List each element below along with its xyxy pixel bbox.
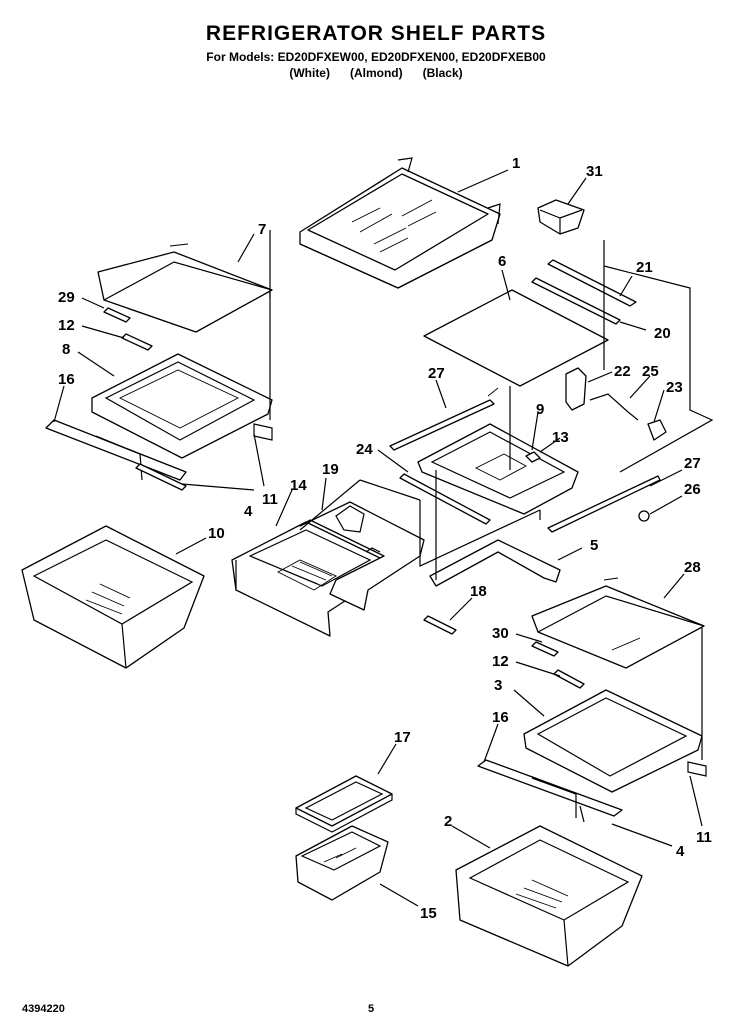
part-15-bin: [295, 825, 389, 901]
part-28-glass-insert: [531, 577, 705, 669]
part-16-cover-strip: [45, 419, 187, 481]
document-number: 4394220: [22, 1003, 65, 1015]
leader-lines: [53, 169, 703, 907]
callout-12: 12: [58, 317, 75, 334]
part-21-trim: [547, 259, 637, 307]
callout-21: 21: [636, 259, 653, 276]
part-30-clip: [531, 641, 559, 657]
color-almond: (Almond): [349, 66, 403, 80]
page-number: 5: [368, 1003, 375, 1015]
callout-27: 27: [428, 365, 445, 382]
part-13-clip: [525, 451, 541, 463]
callout-25: 25: [642, 363, 659, 380]
page-title: REFRIGERATOR SHELF PARTS: [205, 22, 547, 45]
callout-16-right: 16: [492, 709, 509, 726]
callout-9: 9: [536, 401, 544, 418]
callout-7: 7: [258, 221, 266, 238]
callout-26: 26: [684, 481, 701, 498]
part-7-glass-insert: [97, 243, 273, 333]
part-27-rod-right: [547, 475, 661, 533]
part-9-shelf-frame: [417, 423, 579, 515]
part-3-shelf-frame: [523, 689, 703, 793]
callout-11-right: 11: [696, 829, 712, 846]
part-27-rod: [389, 387, 499, 451]
callout-1: 1: [512, 155, 520, 172]
part-17-bin-lid: [295, 775, 393, 833]
part-25-link: [589, 393, 639, 421]
callout-15: 15: [420, 905, 437, 922]
part-10-crisper-drawer: [21, 525, 205, 669]
callout-22: 22: [614, 363, 631, 380]
callout-12-right: 12: [492, 653, 509, 670]
part-20-trim: [531, 277, 621, 325]
callout-29: 29: [58, 289, 75, 306]
callout-labels: 1 2 3 4 4 5 6 7 8 9 10 11 11 12 12 13 14…: [58, 155, 712, 922]
part-24-trim: [399, 473, 491, 525]
callout-17: 17: [394, 729, 411, 746]
callout-10: 10: [208, 525, 225, 542]
callout-11: 11: [262, 491, 278, 508]
part-11-support: [253, 290, 273, 441]
callout-28: 28: [684, 559, 701, 576]
callout-14: 14: [290, 477, 307, 494]
callout-13: 13: [552, 429, 569, 446]
callout-20: 20: [654, 325, 671, 342]
part-6-shelf-panel: [423, 289, 609, 387]
part-16-cover-strip-right: [477, 759, 623, 818]
part-19-deli-frame: [299, 501, 425, 611]
assembly-lines: [235, 230, 714, 590]
callout-5: 5: [590, 537, 598, 554]
part-2-crisper-drawer: [455, 825, 643, 967]
color-black: (Black): [422, 66, 463, 80]
part-18-pin: [423, 615, 457, 635]
part-23-hinge: [647, 419, 667, 441]
callout-8: 8: [62, 341, 70, 358]
part-12-roller: [121, 333, 153, 351]
callout-19: 19: [322, 461, 339, 478]
callout-31: 31: [586, 163, 603, 180]
part-22-bracket: [565, 367, 587, 411]
callout-24: 24: [356, 441, 373, 458]
callout-27-right: 27: [684, 455, 701, 472]
callout-18: 18: [470, 583, 487, 600]
part-29-clip: [103, 307, 131, 323]
part-26-screw: [638, 510, 650, 522]
part-12-roller-right: [553, 669, 585, 689]
models-line: For Models: ED20DFXEW00, ED20DFXEN00, ED…: [206, 50, 546, 64]
callout-2: 2: [444, 813, 452, 830]
callout-4: 4: [244, 503, 253, 520]
part-8-shelf-frame: [91, 353, 273, 459]
color-variants: (White) (Almond) (Black): [0, 66, 752, 80]
part-5-support-bracket: [429, 539, 561, 587]
part-31-small-bin: [537, 199, 585, 235]
callout-16: 16: [58, 371, 75, 388]
callout-23: 23: [666, 379, 683, 396]
callout-4-right: 4: [676, 843, 685, 860]
part-4-rail: [135, 463, 187, 491]
callout-30: 30: [492, 625, 509, 642]
color-white: (White): [289, 66, 330, 80]
part-11-support-right: [687, 628, 707, 777]
part-4-rail-right: [579, 805, 585, 823]
part-1-glass-shelf: [299, 157, 501, 289]
callout-3: 3: [494, 677, 502, 694]
callout-6: 6: [498, 253, 506, 270]
